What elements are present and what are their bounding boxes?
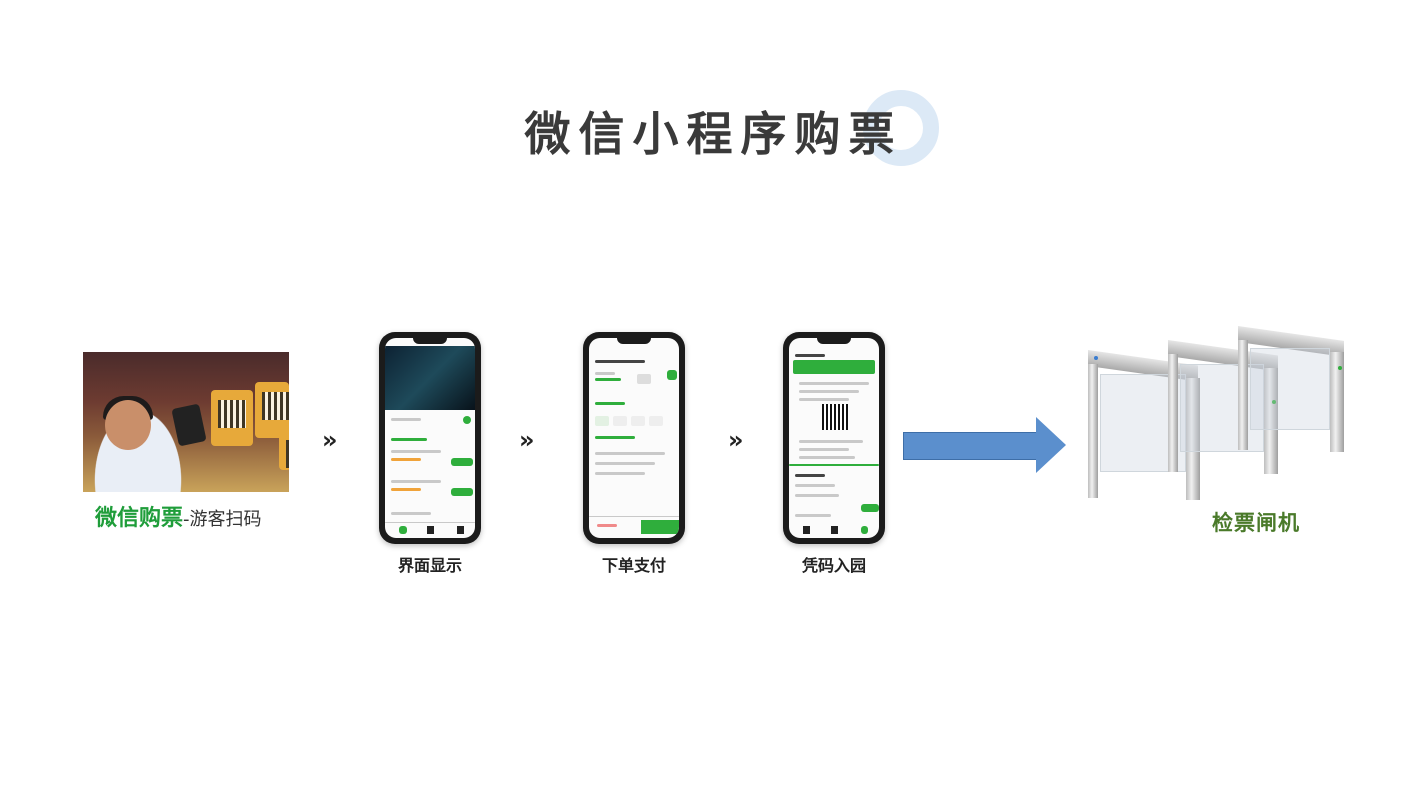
turnstile-gate — [1238, 326, 1344, 454]
qr-code-sign — [255, 382, 289, 438]
phone-order-payment — [583, 332, 685, 544]
phone-label: 凭码入园 — [801, 556, 866, 575]
visitor-figure — [83, 392, 193, 492]
visitor-scanning-photo — [83, 352, 289, 492]
step-caption-wechat-purchase: 微信购票-游客扫码 — [95, 500, 262, 532]
flow-arrow-body — [903, 432, 1037, 460]
flow-arrow-head-icon — [1036, 417, 1066, 473]
caption-sub: -游客扫码 — [183, 509, 262, 530]
phone-label: 下单支付 — [601, 556, 666, 575]
phone-label: 界面显示 — [397, 556, 462, 575]
chevron-right-icon: » — [322, 426, 338, 454]
caption-main: 微信购票 — [95, 506, 184, 531]
gate-label: 检票闸机 — [1212, 511, 1300, 535]
qr-code-sign — [279, 430, 289, 470]
chevron-right-icon: » — [728, 426, 744, 454]
qr-code-sign — [211, 390, 253, 446]
qr-code-icon — [822, 404, 848, 430]
phone-interface-display — [379, 332, 481, 544]
chevron-right-icon: » — [519, 426, 535, 454]
phone-qr-entry — [783, 332, 885, 544]
page-title: 微信小程序购票 — [524, 107, 903, 161]
